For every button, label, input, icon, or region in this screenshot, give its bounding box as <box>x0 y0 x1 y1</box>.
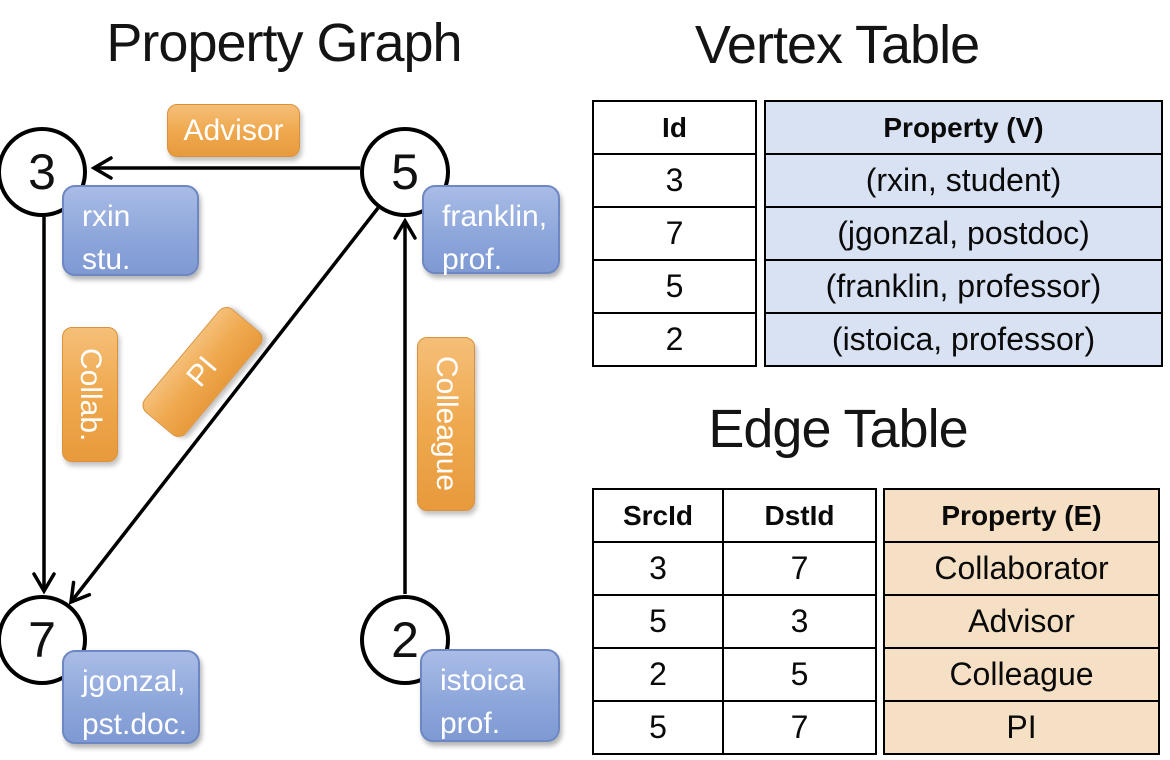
edge-dst-cell: 7 <box>722 700 877 755</box>
vertex-label-line: jgonzal, <box>82 665 186 698</box>
vertex-id-cell: 5 <box>592 259 757 314</box>
property-graph-title: Property Graph <box>106 13 462 73</box>
graph-edges-layer <box>32 156 417 605</box>
vertex-label-jgonzal: jgonzal, pst.doc. <box>62 650 200 744</box>
vertex-id-cell: 7 <box>592 206 757 261</box>
edge-src-cell: 5 <box>592 700 724 755</box>
edge-label-advisor: Advisor <box>167 104 300 157</box>
edge-dst-cell: 7 <box>722 541 877 596</box>
edge-property-cell: PI <box>883 700 1160 755</box>
vertex-label-istoica: istoica prof. <box>420 649 560 742</box>
vertex-property-cell: (rxin, student) <box>764 153 1163 208</box>
node-circle-5: 5 <box>360 127 450 217</box>
edge-label-colleague: Colleague <box>417 337 475 511</box>
vertex-label-line: istoica <box>440 664 526 697</box>
vertex-property-cell: (istoica, professor) <box>764 312 1163 367</box>
node-id: 2 <box>391 612 419 668</box>
vertex-label-franklin: franklin, prof. <box>422 185 560 276</box>
vertex-label-line: pst.doc. <box>82 708 188 741</box>
node-id: 7 <box>28 612 56 668</box>
edge-table-title: Edge Table <box>708 399 968 459</box>
vertex-col-header-id: Id <box>592 100 757 155</box>
vertex-col-header-property: Property (V) <box>764 100 1163 155</box>
edge-property-cell: Colleague <box>883 647 1160 702</box>
vertex-id-cell: 3 <box>592 153 757 208</box>
edge-col-header-dst: DstId <box>722 488 877 543</box>
edge-pi-5-to-7 <box>68 206 380 605</box>
edge-property-cell: Advisor <box>883 594 1160 649</box>
edge-table: SrcId DstId 3 7 5 3 2 5 5 7 Property (E)… <box>592 488 1160 755</box>
edge-col-header-property: Property (E) <box>883 488 1160 543</box>
node-id: 5 <box>391 144 419 200</box>
vertex-id-cell: 2 <box>592 312 757 367</box>
vertex-label-line: prof. <box>442 243 503 276</box>
vertex-table-property-column: Property (V) (rxin, student) (jgonzal, p… <box>764 100 1163 367</box>
edge-col-header-src: SrcId <box>592 488 724 543</box>
vertex-label-line: prof. <box>440 707 501 740</box>
edge-src-cell: 5 <box>592 594 724 649</box>
vertex-property-cell: (jgonzal, postdoc) <box>764 206 1163 261</box>
vertex-label-line: franklin, <box>442 200 548 233</box>
edge-table-id-columns: SrcId DstId 3 7 5 3 2 5 5 7 <box>592 488 877 755</box>
edge-dst-cell: 5 <box>722 647 877 702</box>
edge-src-cell: 2 <box>592 647 724 702</box>
edge-label-collab: Collab. <box>62 327 118 462</box>
vertex-table-id-column: Id 3 7 5 2 <box>592 100 757 367</box>
edge-table-property-column: Property (E) Collaborator Advisor Collea… <box>883 488 1160 755</box>
edge-src-cell: 3 <box>592 541 724 596</box>
vertex-table-title: Vertex Table <box>694 15 980 75</box>
vertex-property-cell: (franklin, professor) <box>764 259 1163 314</box>
vertex-label-line: rxin <box>82 200 131 233</box>
vertex-label-rxin: rxin stu. <box>62 185 199 276</box>
node-circle-2: 2 <box>360 595 450 685</box>
edge-property-cell: Collaborator <box>883 541 1160 596</box>
edge-dst-cell: 3 <box>722 594 877 649</box>
vertex-table: Id 3 7 5 2 Property (V) (rxin, student) … <box>592 100 1163 367</box>
vertex-label-line: stu. <box>82 243 131 276</box>
node-id: 3 <box>28 144 56 200</box>
